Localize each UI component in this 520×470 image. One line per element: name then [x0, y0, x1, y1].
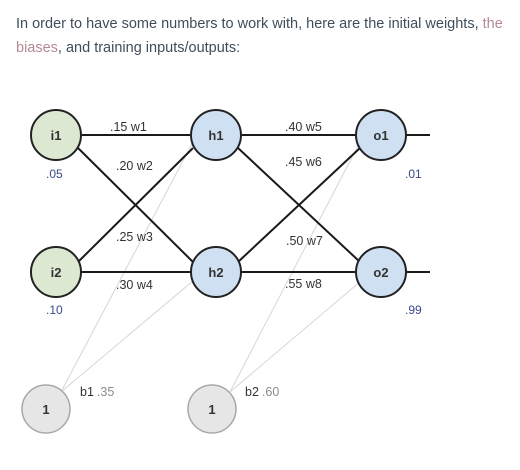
intro-text-before: In order to have some numbers to work wi…	[16, 16, 483, 32]
label-h1: h1	[208, 128, 223, 143]
target-value-o1: .01	[405, 167, 422, 181]
weight-connections	[77, 134, 430, 273]
b2-o2-connection	[229, 274, 369, 393]
weight-label-w5: .40 w5	[285, 120, 322, 134]
label-b1-node: 1	[42, 402, 49, 417]
b1-h1-connection	[60, 137, 196, 393]
weight-label-w7: .50 w7	[286, 234, 323, 248]
b1-h2-connection	[60, 274, 201, 393]
label-b2-node: 1	[208, 402, 215, 417]
input-value-i2: .10	[46, 303, 63, 317]
node-b2	[187, 384, 237, 434]
node-i2	[30, 246, 82, 298]
w3-edge	[77, 147, 194, 263]
node-h2	[190, 246, 242, 298]
bias-connections	[60, 137, 369, 393]
node-b1	[21, 384, 71, 434]
label-o1: o1	[373, 128, 388, 143]
label-i2: i2	[51, 265, 62, 280]
bias-name-b1: b1	[80, 385, 94, 399]
bias-value-b2: .60	[262, 385, 279, 399]
label-h2: h2	[208, 265, 223, 280]
target-value-o2: .99	[405, 303, 422, 317]
bias-label-b2: b2.60	[245, 385, 279, 399]
weight-label-w3: .25 w3	[116, 230, 153, 244]
label-i1: i1	[51, 128, 62, 143]
w7-edge	[237, 147, 361, 263]
bias-nodes	[21, 384, 237, 434]
weight-label-w8: .55 w8	[285, 277, 322, 291]
node-o2	[355, 246, 407, 298]
nodes	[30, 109, 407, 298]
b2-o1-connection	[229, 137, 363, 393]
bias-value-b1: .35	[97, 385, 114, 399]
node-i1	[30, 109, 82, 161]
node-h1	[190, 109, 242, 161]
bias-name-b2: b2	[245, 385, 259, 399]
node-o1	[355, 109, 407, 161]
intro-paragraph: In order to have some numbers to work wi…	[16, 12, 516, 60]
biases-link[interactable]: the biases	[16, 16, 503, 56]
weight-label-w2: .20 w2	[116, 159, 153, 173]
weight-label-w6: .45 w6	[285, 155, 322, 169]
weight-label-w1: .15 w1	[110, 120, 147, 134]
weight-label-w4: .30 w4	[116, 278, 153, 292]
input-value-i1: .05	[46, 167, 63, 181]
intro-text-after: , and training inputs/outputs:	[57, 40, 241, 56]
label-o2: o2	[373, 265, 388, 280]
bias-label-b1: b1.35	[80, 385, 114, 399]
